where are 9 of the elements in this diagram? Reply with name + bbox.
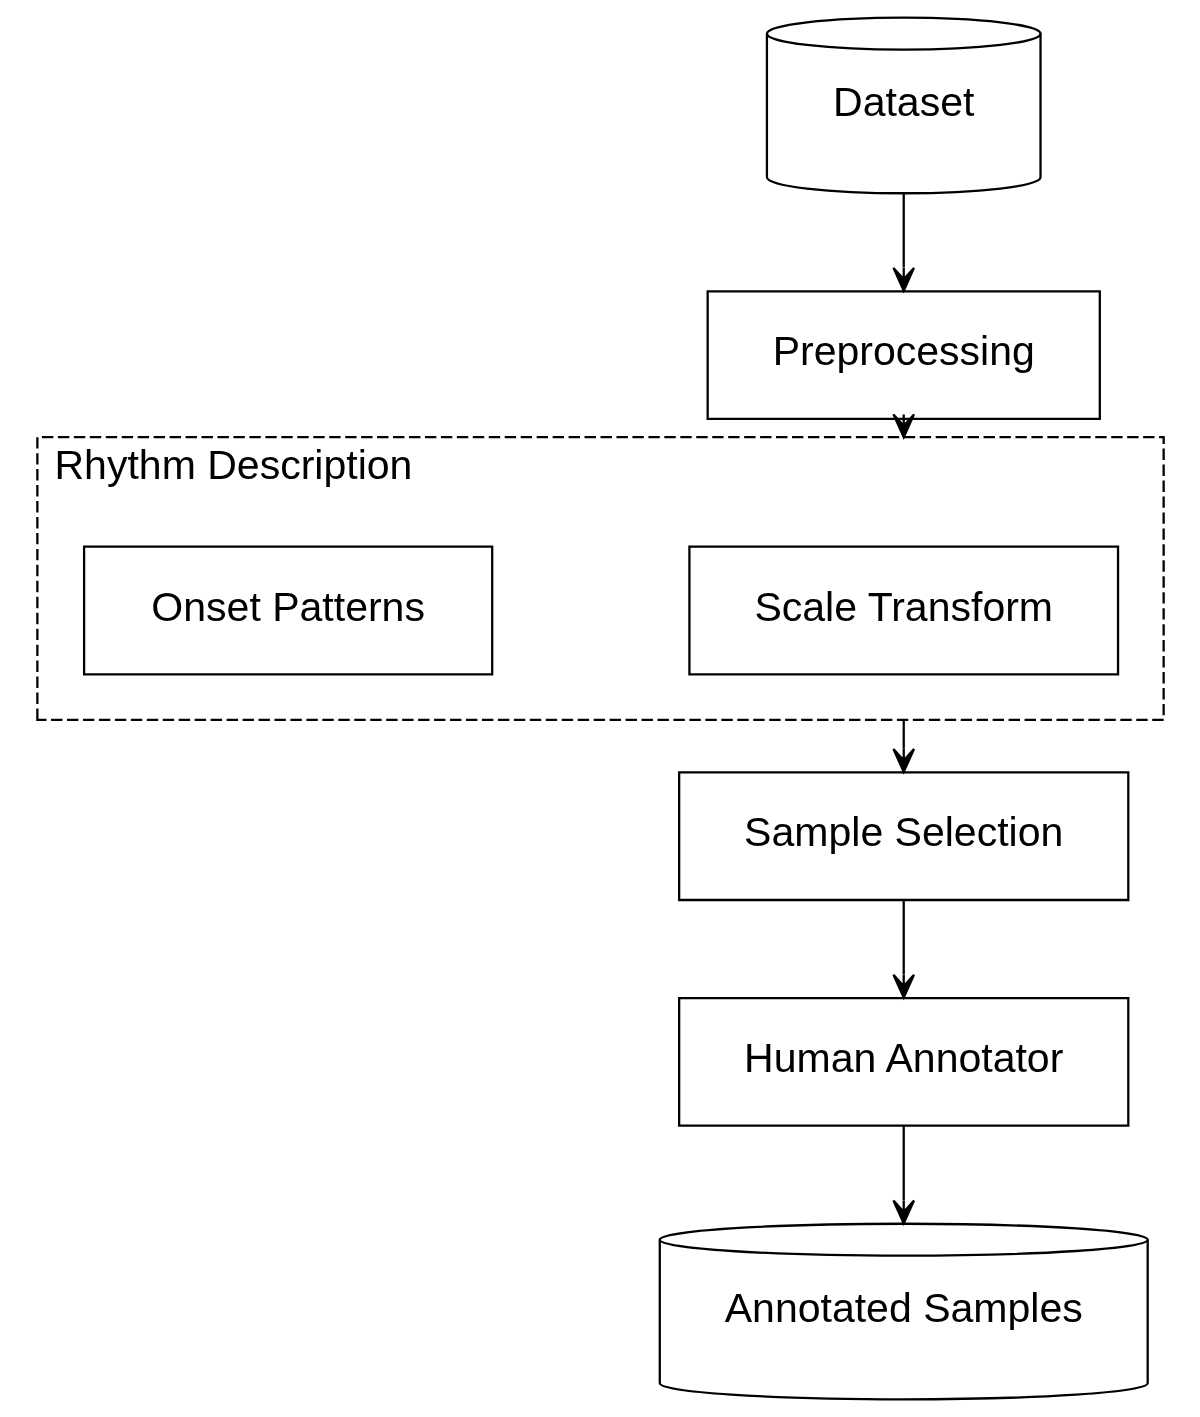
node-box: Human Annotator bbox=[677, 996, 1129, 1127]
arrow bbox=[891, 1126, 915, 1225]
arrow bbox=[891, 719, 915, 773]
arrow bbox=[891, 193, 915, 292]
node-box: Sample Selection bbox=[677, 771, 1129, 902]
arrow bbox=[891, 900, 915, 999]
node-box: Scale Transform bbox=[687, 545, 1119, 676]
arrow bbox=[891, 413, 915, 439]
node-box: Onset Patterns bbox=[82, 545, 493, 676]
